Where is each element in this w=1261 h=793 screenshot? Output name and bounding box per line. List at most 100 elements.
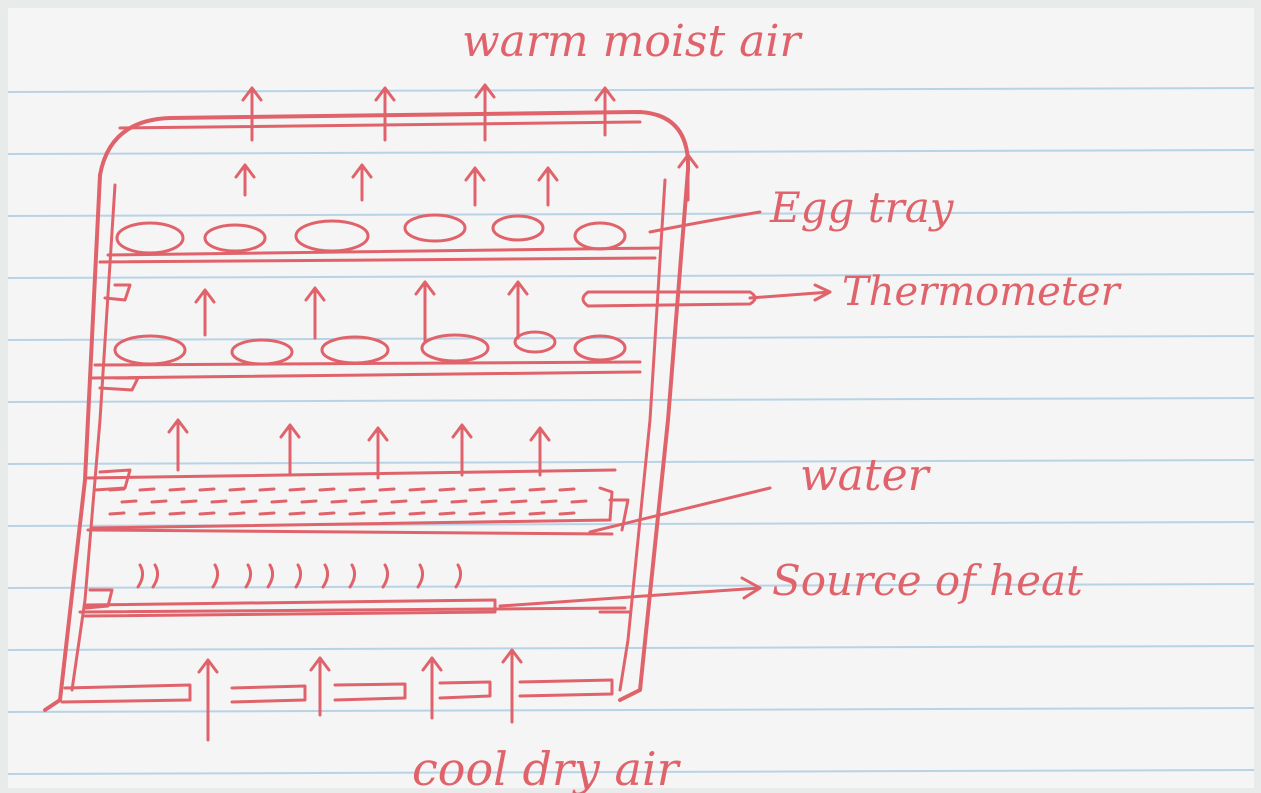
water-dash — [378, 511, 396, 516]
label-thermometer: Thermometer — [842, 269, 1123, 315]
water-dash — [288, 487, 306, 492]
rule-line — [7, 583, 1255, 589]
egg — [203, 223, 267, 253]
up-arrow — [367, 426, 389, 480]
water-dash — [168, 487, 186, 492]
egg — [230, 338, 294, 366]
water-dash — [498, 511, 516, 516]
box-roof-inner — [118, 120, 642, 130]
water-dash — [558, 511, 576, 516]
label-egg-tray: Egg tray — [769, 183, 955, 232]
water-dash — [258, 511, 276, 516]
water-dash — [210, 499, 228, 504]
up-arrow — [537, 166, 559, 207]
vent-plate-4 — [438, 680, 492, 700]
shelf-heat-lower — [78, 606, 627, 614]
heat-flicker — [151, 563, 160, 589]
up-arrow — [474, 83, 496, 142]
egg — [420, 333, 490, 363]
water-dash — [168, 511, 186, 516]
water-dash — [270, 499, 288, 504]
up-arrow — [529, 426, 551, 477]
shelf-tab-right-1 — [608, 498, 630, 532]
water-dash — [468, 511, 486, 516]
water-dash — [498, 487, 516, 492]
egg — [491, 214, 545, 242]
water-dash — [108, 511, 126, 516]
airflow-arrows — [167, 83, 699, 742]
water-dash — [528, 511, 546, 516]
leader-lines — [498, 210, 772, 608]
water-dash — [570, 499, 588, 504]
heat-marks — [136, 563, 463, 589]
rule-line — [7, 707, 1255, 713]
up-arrow — [594, 86, 616, 137]
water-dash — [438, 511, 456, 516]
egg — [573, 221, 627, 251]
incubator-box — [43, 110, 691, 712]
water-dash — [348, 511, 366, 516]
water-dash — [228, 487, 246, 492]
heat-flicker — [211, 563, 220, 589]
heat-flicker — [454, 563, 463, 589]
vent-plate-2 — [230, 684, 307, 704]
shelf-water-lower — [86, 528, 614, 536]
rule-line — [7, 273, 1255, 279]
water-tray-top — [86, 468, 617, 480]
up-arrow — [304, 286, 326, 340]
thermometer-pointer — [748, 283, 832, 302]
up-arrow — [279, 423, 301, 477]
rule-line — [7, 397, 1255, 403]
vent-plate-3 — [333, 682, 407, 702]
eggs — [113, 213, 627, 366]
label-warm-moist-air: warm moist air — [462, 16, 803, 67]
heat-flicker — [266, 563, 275, 589]
up-arrow — [464, 166, 486, 207]
water-dash — [408, 487, 426, 492]
heat-flicker — [348, 563, 357, 589]
vent-plate-5 — [518, 678, 614, 698]
heat-flicker — [244, 563, 253, 589]
rule-line — [7, 87, 1255, 93]
water-dash — [300, 499, 318, 504]
up-arrow — [677, 153, 699, 202]
water-dash — [180, 499, 198, 504]
water-dash — [450, 499, 468, 504]
egg — [113, 334, 187, 366]
shelf-top-tray-lower — [98, 256, 657, 264]
water-dash — [198, 487, 216, 492]
up-arrow — [351, 163, 373, 202]
water-dash — [150, 499, 168, 504]
water-dash — [120, 499, 138, 504]
water-dash — [258, 487, 276, 492]
heat-flicker — [294, 563, 303, 589]
up-arrow — [234, 163, 256, 197]
up-arrow — [501, 648, 523, 724]
water-surface — [108, 487, 588, 516]
label-source-of-heat: Source of heat — [772, 556, 1083, 605]
up-arrow — [194, 288, 216, 337]
ruled-lines — [7, 87, 1255, 775]
water-dash — [420, 499, 438, 504]
water-dash — [480, 499, 498, 504]
egg — [294, 219, 370, 253]
up-arrow — [167, 418, 189, 472]
heat-plate — [83, 598, 497, 618]
thermometer-body — [581, 290, 757, 308]
rule-line — [7, 645, 1255, 651]
shelf-tab-left-3 — [93, 468, 132, 492]
label-water: water — [800, 450, 932, 501]
shelf-second-tray-lower — [90, 370, 642, 380]
base-vents — [60, 678, 614, 704]
rule-line — [7, 211, 1255, 217]
shelf-tab-left-4 — [84, 588, 114, 610]
water-dash — [318, 487, 336, 492]
up-arrow — [421, 656, 443, 720]
shelves — [78, 246, 662, 618]
label-cool-dry-air: cool dry air — [412, 742, 682, 793]
water-dash — [330, 499, 348, 504]
water-dash — [108, 487, 126, 492]
egg — [573, 334, 627, 362]
